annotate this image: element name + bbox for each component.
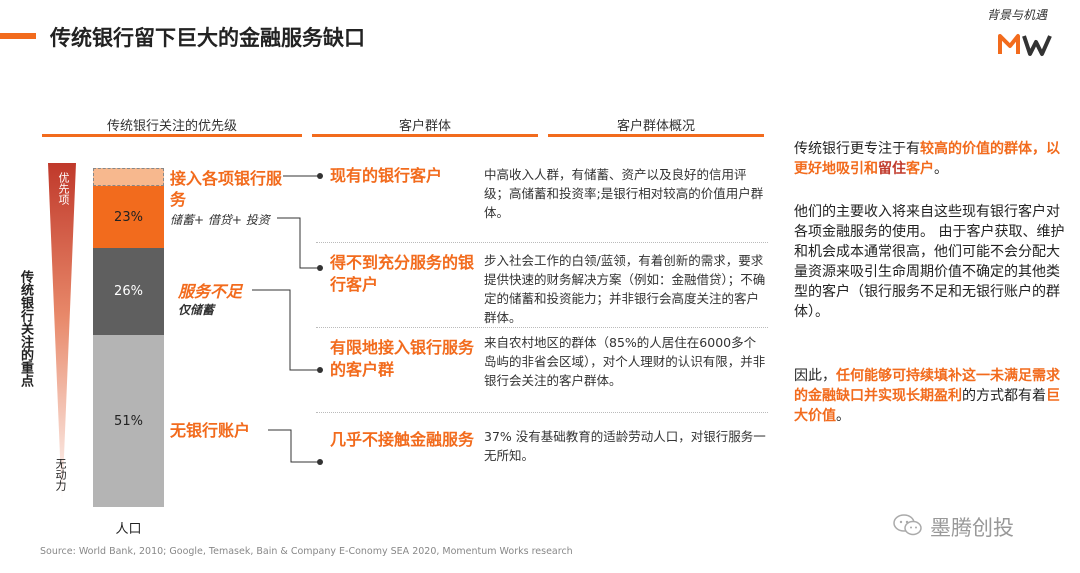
p3-end: 。 (836, 408, 850, 424)
column-underline (548, 134, 764, 137)
p1-highlight: 较高的价值的群体，以更好地吸引和 (794, 141, 1060, 177)
row-divider (316, 327, 768, 328)
priority-label-full: 接入各项银行服务 (170, 169, 283, 209)
vertical-axis-label: 传统银行关注的重点 (18, 270, 33, 387)
row-divider (316, 412, 768, 413)
p3-text: 因此， (794, 368, 836, 384)
page-title: 传统银行留下巨大的金融服务缺口 (50, 26, 365, 50)
segment-desc-banked: 中高收入人群，有储蓄、资产以及良好的信用评级；高储蓄和投资率;是银行相对较高的价… (484, 167, 764, 220)
right-paragraph-1: 传统银行更专注于有较高的价值的群体，以更好地吸引和留住客户。 (794, 139, 1072, 179)
column-underline (312, 134, 538, 137)
bar-segment-banked: 23% (93, 186, 164, 248)
column-header-overview: 客户群体概况 (616, 119, 695, 134)
bar-axis-label: 人口 (115, 522, 142, 537)
priority-sub-underserved: 仅储蓄 (178, 303, 215, 317)
momentum-works-logo (998, 34, 1052, 56)
source-note: Source: World Bank, 2010; Google, Temase… (40, 546, 573, 557)
wedge-bottom-label: 无动力 (54, 458, 67, 491)
right-paragraph-2: 他们的主要收入将来自这些现有银行客户对各项金融服务的使用。 由于客户获取、维护和… (794, 204, 1065, 320)
watermark-text: 墨腾创投 (930, 516, 1014, 540)
priority-sub-full: 储蓄+ 借贷+ 投资 (170, 213, 270, 227)
bar-top-cap (93, 168, 164, 186)
p1-highlight-customers: 客户 (906, 161, 934, 177)
priority-label-underserved: 服务不足 (178, 282, 243, 301)
p1-text: 传统银行更专注于有 (794, 141, 920, 157)
column-header-segment: 客户群体 (398, 119, 451, 134)
row-divider (316, 242, 768, 243)
p1-end: 。 (934, 161, 948, 177)
bar-segment-unbanked: 51% (93, 335, 164, 507)
section-tag: 背景与机遇 (986, 8, 1047, 22)
title-accent-bar (0, 33, 36, 39)
segment-label-limited: 有限地接入银行服务的客户群 (330, 338, 475, 379)
right-paragraph-3: 因此，任何能够可持续填补这一未满足需求的金融缺口并实现长期盈利的方式都有着巨大价… (794, 366, 1072, 426)
column-underline (42, 134, 302, 137)
wechat-icon (893, 514, 922, 536)
priority-label-unbanked: 无银行账户 (170, 421, 251, 440)
p3-text-2: 的方式都有着 (962, 388, 1046, 404)
segment-desc-unbanked: 37% 没有基础教育的适龄劳动人口，对银行服务一无所知。 (484, 429, 766, 463)
segment-desc-limited: 来自农村地区的群体（85%的人居住在6000多个岛屿的非省会区域），对个人理财的… (484, 335, 766, 388)
segment-desc-underserved: 步入社会工作的白领/蓝领，有着创新的需求，要求提供快速的财务解决方案（例如：金融… (484, 253, 766, 325)
segment-label-unbanked: 几乎不接触金融服务 (330, 430, 475, 449)
p1-highlight-retain: 留住 (878, 161, 906, 177)
segment-label-underserved: 得不到充分服务的银行客户 (330, 253, 475, 294)
p3-highlight-value: 巨大价值 (794, 388, 1060, 424)
wedge-top-label: 优先项 (57, 172, 70, 205)
priority-gradient-wedge (48, 163, 76, 505)
bar-segment-underbanked: 26% (93, 248, 164, 335)
column-header-priority: 传统银行关注的优先级 (106, 119, 237, 134)
segment-label-banked: 现有的银行客户 (330, 166, 443, 185)
p3-highlight: 任何能够可持续填补这一未满足需求的金融缺口并实现长期盈利 (794, 368, 1060, 404)
